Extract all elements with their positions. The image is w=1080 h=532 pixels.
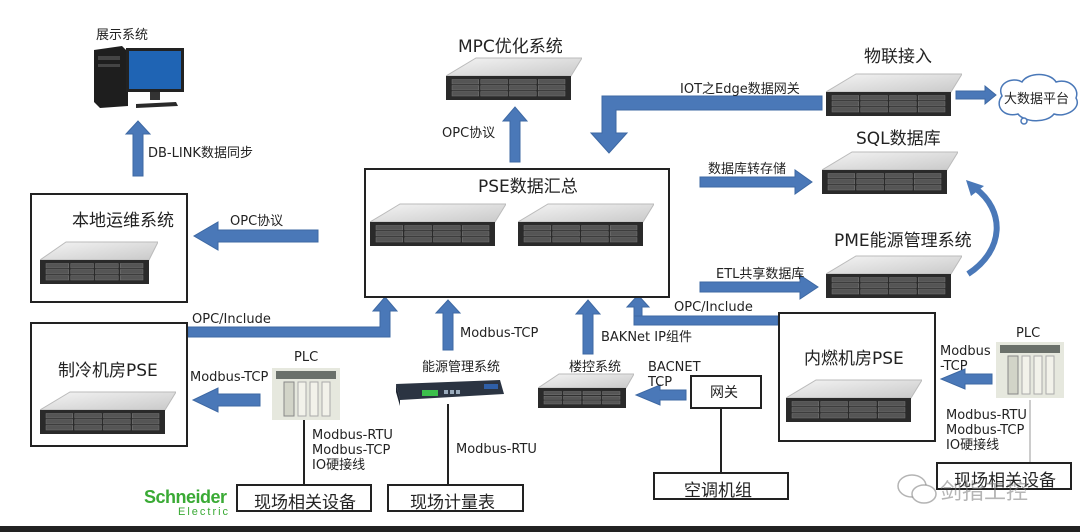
field-devices-left-box	[236, 484, 372, 512]
edge-label-opc-mpc: OPC协议	[442, 126, 496, 141]
label-local-ops: 本地运维系统	[72, 211, 174, 231]
brand-line-1: Schneider	[144, 487, 227, 507]
edge-label-modbus-tcp-right-1: Modbus	[940, 344, 991, 359]
label-plc-left: PLC	[294, 350, 319, 365]
wechat-icon	[897, 474, 937, 504]
label-combustion-pse: 内燃机房PSE	[804, 349, 904, 369]
field-devices-right-box	[936, 462, 1072, 490]
server-icon-mpc	[444, 56, 583, 100]
brand-line-2: Electric	[178, 506, 231, 518]
edge-label-modbus-tcp-left: Modbus-TCP	[190, 370, 269, 385]
label-big-data: 大数据平台	[1004, 92, 1070, 107]
server-icon-combustion	[784, 378, 923, 422]
arrow-etl	[699, 274, 819, 300]
arrow-baknet	[574, 299, 602, 355]
server-icon-iot	[824, 72, 963, 116]
edge-label-db-dump: 数据库转存储	[708, 162, 787, 177]
cloud-big-data	[998, 73, 1079, 122]
protocol-item: Modbus-RTU	[312, 428, 393, 443]
server-icon-pse-2	[516, 202, 655, 246]
server-icon-local-ops	[38, 240, 159, 284]
server-icon-pme	[824, 254, 963, 298]
label-building-ctrl: 楼控系统	[569, 360, 622, 375]
label-plc-right: PLC	[1016, 326, 1041, 341]
arrow-modbus-combustion	[939, 368, 993, 390]
edge-label-modbus-rtu-meter: Modbus-RTU	[456, 442, 537, 457]
protocol-item: Modbus-RTU	[946, 408, 1027, 423]
field-meter-box	[387, 484, 524, 512]
label-mpc: MPC优化系统	[458, 37, 563, 57]
plc-icon-right	[996, 342, 1064, 398]
arrow-db-dump	[699, 169, 813, 195]
arrow-iot-edge	[589, 95, 823, 154]
label-pme: PME能源管理系统	[834, 231, 972, 251]
edge-label-iot-edge: IOT之Edge数据网关	[680, 82, 800, 97]
label-cooling-pse: 制冷机房PSE	[58, 361, 158, 381]
server-icon-sql	[820, 150, 959, 194]
label-pse-summary: PSE数据汇总	[478, 177, 578, 197]
left-plc-protocol-list: Modbus-RTU Modbus-TCP IO硬接线	[312, 428, 393, 473]
label-iot-access: 物联接入	[864, 47, 932, 67]
arrow-big-data	[955, 84, 997, 106]
edge-label-bacnet-1: BACNET	[648, 360, 701, 375]
label-sql-db: SQL数据库	[856, 129, 941, 149]
protocol-item: Modbus-TCP	[946, 423, 1025, 438]
server-icon-pse-1	[368, 202, 507, 246]
combustion-pse-box	[778, 312, 936, 442]
schneider-electric-logo: Schneider Electric	[144, 488, 230, 518]
watermark-text: 剑指工控	[940, 480, 1029, 505]
gateway-box	[690, 375, 762, 409]
protocol-item: IO硬接线	[312, 458, 366, 473]
edge-label-etl: ETL共享数据库	[716, 267, 805, 282]
arrow-sql-pme-curve	[966, 185, 1000, 277]
label-gateway: 网关	[710, 385, 738, 401]
label-energy-mgmt: 能源管理系统	[422, 360, 501, 375]
right-plc-protocol-list: Modbus-RTU Modbus-TCP IO硬接线	[946, 408, 1027, 453]
arrow-opc-mpc	[501, 106, 529, 163]
label-field-devices-left: 现场相关设备	[254, 493, 356, 513]
ac-unit-box	[653, 472, 789, 500]
arrow-opc-include-left	[187, 296, 399, 338]
arrow-modbus-cooling	[191, 387, 261, 413]
edge-label-db-link: DB-LINK数据同步	[148, 146, 253, 161]
label-field-devices-right: 现场相关设备	[954, 471, 1056, 491]
edge-label-bacnet-2: TCP	[648, 375, 673, 390]
server-icon-cooling	[38, 390, 177, 434]
edge-label-modbus-tcp-energy: Modbus-TCP	[460, 326, 539, 341]
edge-label-modbus-tcp-right-2: -TCP	[940, 359, 968, 374]
edge-label-opc-include-right: OPC/Include	[674, 300, 753, 315]
arrow-modbus-energy	[434, 299, 462, 351]
plc-icon-left	[272, 368, 340, 420]
arrow-db-link	[124, 120, 152, 177]
label-field-meter: 现场计量表	[410, 493, 495, 513]
edge-label-baknet: BAKNet IP组件	[601, 330, 692, 345]
label-ac-unit: 空调机组	[684, 481, 752, 501]
bottom-border	[0, 526, 1080, 532]
desktop-pc-icon	[94, 46, 184, 108]
arrow-opc-local	[193, 221, 319, 251]
energy-meter-device-icon	[396, 380, 504, 406]
server-icon-building	[536, 372, 635, 408]
edge-label-opc-include-left: OPC/Include	[192, 312, 271, 327]
label-display-system: 展示系统	[96, 28, 149, 43]
protocol-item: Modbus-TCP	[312, 443, 391, 458]
arrow-bacnet	[634, 384, 687, 406]
protocol-item: IO硬接线	[946, 438, 1000, 453]
edge-label-opc-local: OPC协议	[230, 214, 284, 229]
